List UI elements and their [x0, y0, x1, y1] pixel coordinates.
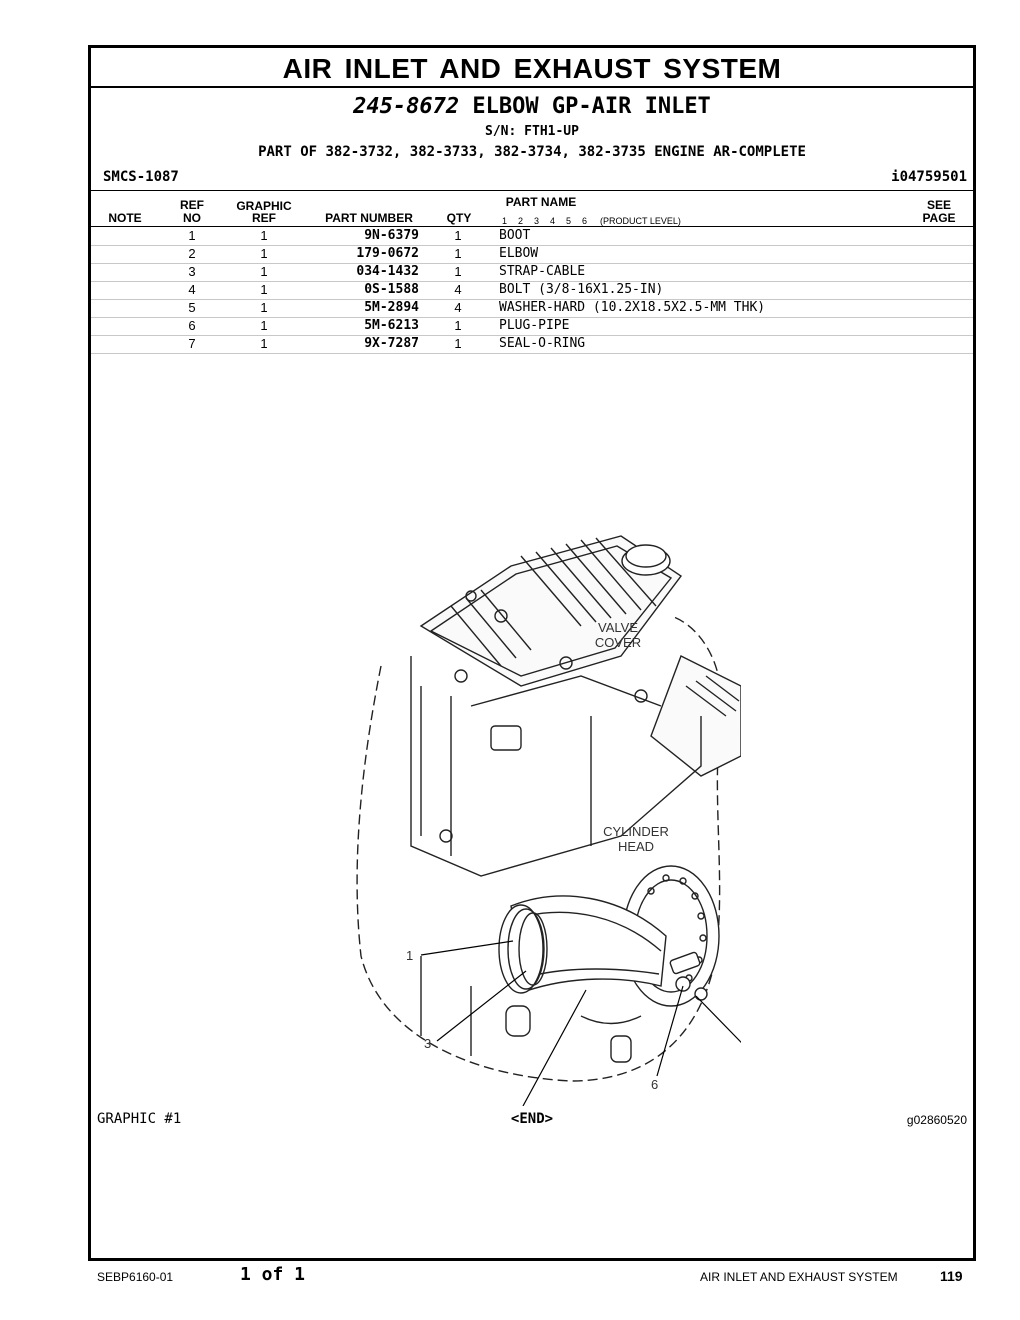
part-number: 034-1432	[356, 264, 419, 279]
table-row: 5 1 5M-2894 4 WASHER-HARD (10.2X18.5X2.5…	[91, 299, 973, 318]
graphic-ref: 1	[260, 228, 268, 243]
part-name: ELBOW	[499, 246, 539, 261]
part-name: PLUG-PIPE	[499, 318, 570, 333]
footer-page-number: 119	[940, 1268, 963, 1284]
product-level-3: 3	[534, 216, 540, 226]
part-number: 179-0672	[356, 246, 419, 261]
section-title: AIR INLET AND EXHAUST SYSTEM	[91, 48, 973, 88]
col-see-top: SEE	[926, 198, 951, 212]
col-part-number: PART NUMBER	[325, 211, 413, 225]
product-level-1: 1	[502, 216, 508, 226]
quantity: 1	[454, 264, 462, 279]
footer-document-number: SEBP6160-01	[97, 1270, 174, 1284]
valve-cover-label-2: COVER	[595, 635, 641, 650]
ref-no: 4	[188, 282, 196, 297]
ref-no: 2	[188, 246, 196, 261]
engine-illustration: VALVE COVER CYLINDER HEAD 1 3 7-2 6 4-5	[356, 535, 741, 1106]
group-number: 245-8672	[353, 94, 460, 119]
table-row: 1 1 9N-6379 1 BOOT	[91, 227, 973, 246]
table-row: 6 1 5M-6213 1 PLUG-PIPE	[91, 317, 973, 336]
graphic-ref: 1	[260, 300, 268, 315]
footer-section: AIR INLET AND EXHAUST SYSTEM	[700, 1270, 898, 1284]
valve-cover-label-1: VALVE	[598, 620, 638, 635]
product-level-label: (PRODUCT LEVEL)	[600, 216, 681, 226]
part-name: BOOT	[499, 228, 531, 243]
table-row: 2 1 179-0672 1 ELBOW	[91, 245, 973, 264]
product-level-6: 6	[582, 216, 588, 226]
ref-no: 3	[188, 264, 196, 279]
part-name: BOLT (3/8-16X1.25-IN)	[499, 282, 664, 297]
quantity: 4	[454, 300, 462, 315]
group-name: ELBOW GP-AIR INLET	[472, 94, 711, 119]
page-frame: AIR INLET AND EXHAUST SYSTEM 245-8672 EL…	[88, 45, 976, 1261]
graphic-ref: 1	[260, 264, 268, 279]
product-level-4: 4	[550, 216, 556, 226]
header-rule-bottom	[91, 226, 973, 227]
col-ref-bottom: NO	[183, 211, 201, 225]
col-qty: QTY	[446, 211, 472, 225]
table-row: 7 1 9X-7287 1 SEAL-O-RING	[91, 335, 973, 354]
callout-1: 1	[406, 948, 413, 963]
graphic-ref: 1	[260, 336, 268, 351]
cylinder-head-label-1: CYLINDER	[603, 824, 669, 839]
group-title: 245-8672 ELBOW GP-AIR INLET	[91, 94, 973, 120]
cylinder-head-label-2: HEAD	[618, 839, 654, 854]
part-number: 5M-2894	[364, 300, 419, 315]
col-part-name: PART NAME	[505, 195, 577, 209]
part-number: 0S-1588	[364, 282, 419, 297]
product-level-5: 5	[566, 216, 572, 226]
document-ident: i04759501	[891, 169, 967, 185]
quantity: 4	[454, 282, 462, 297]
product-level-2: 2	[518, 216, 524, 226]
callout-6: 6	[651, 1077, 658, 1092]
quantity: 1	[454, 318, 462, 333]
part-number: 9N-6379	[364, 228, 419, 243]
table-row: 4 1 0S-1588 4 BOLT (3/8-16X1.25-IN)	[91, 281, 973, 300]
end-marker: <END>	[510, 1111, 554, 1127]
col-see-bottom: PAGE	[922, 211, 956, 225]
col-ref-top: REF	[180, 198, 204, 212]
table-row: 3 1 034-1432 1 STRAP-CABLE	[91, 263, 973, 282]
callout-3: 3	[424, 1036, 431, 1051]
part-number: 5M-6213	[364, 318, 419, 333]
quantity: 1	[454, 228, 462, 243]
part-name: SEAL-O-RING	[499, 336, 586, 351]
ref-no: 6	[188, 318, 196, 333]
col-note: NOTE	[108, 211, 142, 225]
graphic-number: g02860520	[906, 1113, 967, 1127]
quantity: 1	[454, 336, 462, 351]
graphic-ref: 1	[260, 318, 268, 333]
graphic-ref: 1	[260, 282, 268, 297]
ref-no: 7	[188, 336, 196, 351]
ref-no: 5	[188, 300, 196, 315]
col-graphic-bottom: REF	[252, 211, 276, 225]
ref-no: 1	[188, 228, 196, 243]
part-name: WASHER-HARD (10.2X18.5X2.5-MM THK)	[499, 300, 766, 315]
graphic-ref: 1	[260, 246, 268, 261]
smcs-code: SMCS-1087	[103, 169, 179, 185]
part-name: STRAP-CABLE	[499, 264, 586, 279]
footer-page-of: 1 of 1	[240, 1264, 306, 1285]
quantity: 1	[454, 246, 462, 261]
part-number: 9X-7287	[364, 336, 419, 351]
header-rule-top	[91, 190, 973, 191]
part-of-line: PART OF 382-3732, 382-3733, 382-3734, 38…	[258, 144, 806, 160]
graphic-label: GRAPHIC #1	[97, 1111, 182, 1127]
col-graphic-top: GRAPHIC	[236, 199, 292, 213]
serial-number: S/N: FTH1-UP	[485, 124, 579, 139]
